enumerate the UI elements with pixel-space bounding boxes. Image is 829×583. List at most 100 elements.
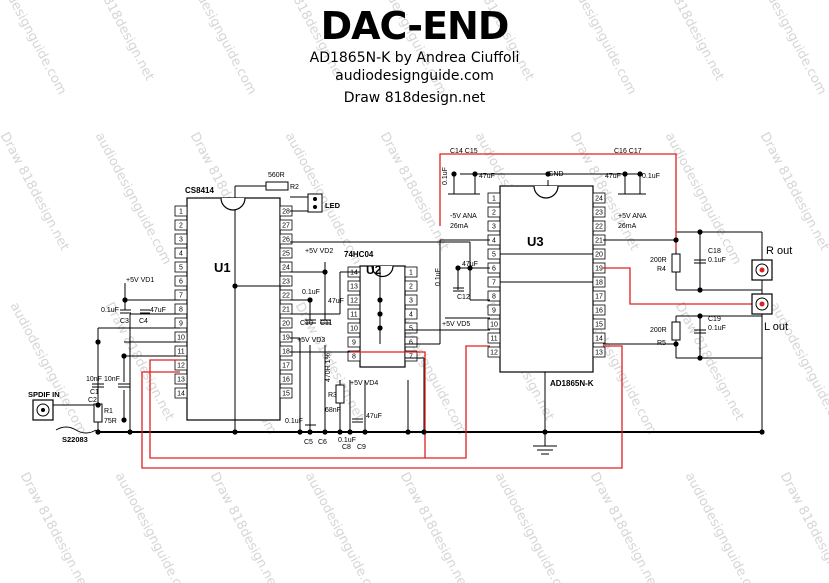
junction-dot bbox=[673, 237, 679, 243]
junction-dot bbox=[377, 325, 383, 331]
u1-pin-number: 27 bbox=[282, 223, 290, 230]
junction-dot bbox=[637, 171, 643, 177]
u3-pin-box bbox=[592, 332, 606, 344]
u3-pin-number: 16 bbox=[595, 308, 603, 315]
u3-pin-number: 3 bbox=[492, 224, 496, 231]
u2-pin-box bbox=[347, 336, 361, 348]
u1-pin-number: 18 bbox=[282, 349, 290, 356]
u2-pin-number: 14 bbox=[350, 270, 358, 277]
u1-pin-number: 6 bbox=[179, 279, 183, 286]
u3-pin-number: 4 bbox=[492, 238, 496, 245]
junction-dot bbox=[307, 297, 313, 303]
svg-text:26mA: 26mA bbox=[450, 223, 469, 230]
svg-text:200R: 200R bbox=[650, 327, 667, 334]
u1-pin-number: 20 bbox=[282, 321, 290, 328]
junction-dot bbox=[121, 353, 127, 359]
u3-pin-box bbox=[487, 206, 501, 218]
vd2-cap-group: +5V VD2 0.1uF 47uF C10 C11 bbox=[300, 248, 344, 327]
u3-pin-number: 7 bbox=[492, 280, 496, 287]
svg-text:S22083: S22083 bbox=[62, 435, 88, 444]
u1-pin-box bbox=[279, 331, 293, 343]
u1-pin-box bbox=[174, 289, 188, 301]
u1-pin-number: 15 bbox=[282, 391, 290, 398]
u1-pin-number: 7 bbox=[179, 293, 183, 300]
svg-text:C8: C8 bbox=[342, 444, 351, 451]
u3-pin-number: 21 bbox=[595, 238, 603, 245]
junction-dot bbox=[232, 429, 238, 435]
svg-text:+5V ANA: +5V ANA bbox=[618, 213, 647, 220]
svg-text:C1: C1 bbox=[90, 389, 99, 396]
u1-pin-box bbox=[174, 317, 188, 329]
svg-text:+5V VD1: +5V VD1 bbox=[126, 277, 154, 284]
u1-pin-box bbox=[279, 247, 293, 259]
vd1-cap-group: +5V VD1 0.1uF 47uF C3 C4 bbox=[101, 277, 166, 325]
u1-pin-box bbox=[279, 289, 293, 301]
u2-pin-number: 8 bbox=[352, 354, 356, 361]
u1-pin-number: 1 bbox=[179, 209, 183, 216]
svg-text:R2: R2 bbox=[290, 184, 299, 191]
svg-text:0.1uF: 0.1uF bbox=[302, 289, 320, 296]
junction-dot bbox=[95, 402, 101, 408]
svg-text:0.1uF: 0.1uF bbox=[708, 325, 726, 332]
u2-pin-number: 11 bbox=[350, 312, 357, 319]
u1-pin-box bbox=[174, 345, 188, 357]
u1-pin-number: 11 bbox=[177, 349, 184, 356]
u2-pin-box bbox=[404, 294, 418, 306]
svg-text:47uF: 47uF bbox=[150, 307, 166, 314]
u1-pin-number: 9 bbox=[179, 321, 183, 328]
junction-dot bbox=[472, 171, 478, 177]
u2-part: 74HC04 bbox=[344, 250, 374, 259]
u1-pin-box bbox=[279, 359, 293, 371]
junction-dot bbox=[377, 297, 383, 303]
junction-dot bbox=[455, 265, 461, 271]
u1-pin-box bbox=[174, 233, 188, 245]
r5-resistor: 200R R5 C19 0.1uF bbox=[650, 316, 726, 347]
u1-pin-number: 17 bbox=[282, 363, 290, 370]
u2-pin-number: 3 bbox=[409, 298, 413, 305]
u1-pin-number: 16 bbox=[282, 377, 290, 384]
u1-pin-number: 21 bbox=[282, 307, 290, 314]
u2-pin-box bbox=[404, 336, 418, 348]
junction-dot bbox=[232, 283, 238, 289]
u1-pin-box bbox=[174, 359, 188, 371]
u3-pin-number: 10 bbox=[490, 322, 498, 329]
u1-pin-box bbox=[174, 275, 188, 287]
u1-pin-number: 22 bbox=[282, 293, 290, 300]
svg-text:68nF: 68nF bbox=[325, 407, 341, 414]
u1-pin-box bbox=[279, 387, 293, 399]
junction-dot bbox=[697, 355, 703, 361]
u1-ref: U1 bbox=[214, 260, 231, 275]
u3-pin-number: 14 bbox=[595, 336, 603, 343]
analog-neg-supply: C14 C15 0.1uF 47uF -5V ANA 26mA bbox=[442, 148, 495, 230]
svg-text:0.1uF: 0.1uF bbox=[435, 268, 442, 286]
u1-pin-box bbox=[174, 205, 188, 217]
junction-dot bbox=[322, 429, 328, 435]
u1-pin-number: 5 bbox=[179, 265, 183, 272]
u3-pin-box bbox=[592, 304, 606, 316]
u3-pin-number: 11 bbox=[490, 336, 497, 343]
u1-pin-number: 2 bbox=[179, 223, 183, 230]
u2-pin-number: 5 bbox=[409, 326, 413, 333]
r4-resistor: 200R R4 C18 0.1uF bbox=[650, 248, 726, 273]
u1-pin-number: 19 bbox=[282, 335, 290, 342]
junction-dot bbox=[337, 429, 343, 435]
u1-pin-box bbox=[174, 247, 188, 259]
junction-dot bbox=[467, 265, 473, 271]
junction-dot bbox=[697, 287, 703, 293]
junction-dot bbox=[95, 429, 101, 435]
svg-text:R1: R1 bbox=[104, 408, 113, 415]
svg-text:47uF: 47uF bbox=[328, 298, 344, 305]
u3-pin-number: 12 bbox=[490, 350, 498, 357]
analog-pos-supply: C16 C17 47uF 0.1uF +5V ANA 26mA bbox=[605, 148, 660, 230]
u3-pin-box bbox=[487, 346, 501, 358]
junction-dot bbox=[362, 429, 368, 435]
subtitle: AD1865N-K by Andrea Ciuffoli bbox=[309, 50, 520, 66]
svg-text:0.1uF: 0.1uF bbox=[442, 167, 449, 185]
svg-text:0.1uF: 0.1uF bbox=[285, 418, 303, 425]
u1-pin-number: 25 bbox=[282, 251, 290, 258]
u3-pin-box bbox=[487, 332, 501, 344]
svg-text:560R: 560R bbox=[268, 172, 285, 179]
u2-pin-number: 9 bbox=[352, 340, 356, 347]
